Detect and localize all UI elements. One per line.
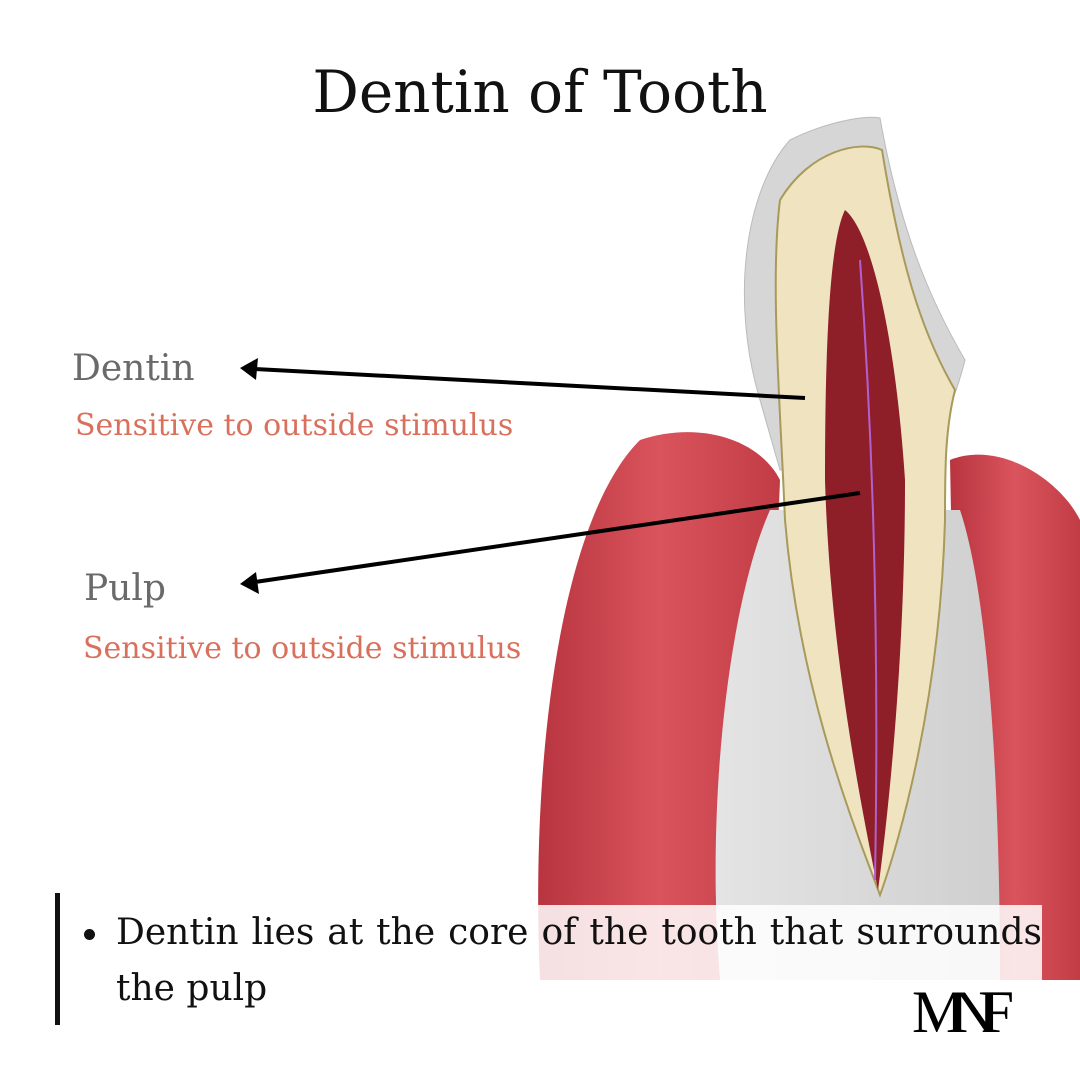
- pulp-description: Sensitive to outside stimulus: [83, 631, 522, 666]
- dentin-label: Dentin: [72, 348, 195, 389]
- brand-logo: MNF: [912, 979, 1014, 1045]
- bullet-text: Dentin lies at the core of the tooth tha…: [116, 912, 1042, 1009]
- dentin-description: Sensitive to outside stimulus: [75, 408, 514, 443]
- pulp-pointer-arrow: [254, 491, 861, 584]
- bullet-point: Dentin lies at the core of the tooth tha…: [82, 905, 1042, 1017]
- pulp-label: Pulp: [84, 568, 166, 609]
- bullet-accent-bar: [55, 893, 60, 1025]
- nerve-fiber: [859, 259, 878, 881]
- pulp-arrowhead: [240, 572, 259, 594]
- dentin-arrowhead: [240, 358, 258, 380]
- page-title: Dentin of Tooth: [312, 58, 768, 126]
- dentin-pointer-arrow: [254, 367, 806, 400]
- pulp: [825, 210, 905, 890]
